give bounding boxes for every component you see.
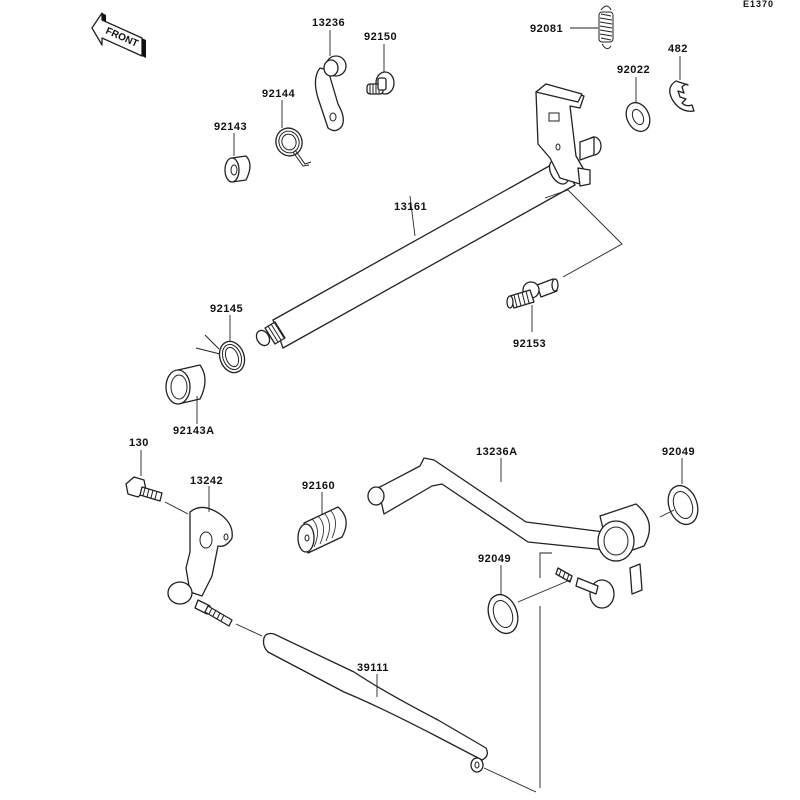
label-92081[interactable]: 92081 bbox=[530, 23, 563, 35]
label-13242[interactable]: 13242 bbox=[190, 475, 223, 487]
part-13236A[interactable] bbox=[367, 457, 651, 609]
part-130[interactable] bbox=[125, 476, 163, 502]
part-13242[interactable] bbox=[167, 506, 233, 627]
label-92143[interactable]: 92143 bbox=[214, 121, 247, 133]
label-130[interactable]: 130 bbox=[129, 437, 149, 449]
part-13236[interactable] bbox=[314, 55, 347, 132]
label-13236A[interactable]: 13236A bbox=[476, 446, 518, 458]
part-92022[interactable] bbox=[622, 99, 655, 135]
label-92049-left[interactable]: 92049 bbox=[478, 553, 511, 565]
part-39111[interactable] bbox=[262, 632, 488, 773]
part-92160[interactable] bbox=[297, 506, 347, 554]
part-92049[interactable] bbox=[663, 481, 703, 528]
part-92049-lower[interactable] bbox=[483, 590, 523, 637]
part-92081[interactable] bbox=[598, 5, 614, 50]
part-92144[interactable] bbox=[272, 124, 312, 167]
label-482[interactable]: 482 bbox=[668, 43, 688, 55]
label-92144[interactable]: 92144 bbox=[262, 88, 295, 100]
label-92153[interactable]: 92153 bbox=[513, 338, 546, 350]
front-arrow-icon: FRONT bbox=[91, 12, 146, 58]
part-92153[interactable] bbox=[506, 278, 559, 309]
part-92143[interactable] bbox=[224, 155, 251, 183]
label-92022[interactable]: 92022 bbox=[617, 64, 650, 76]
label-92160[interactable]: 92160 bbox=[302, 480, 335, 492]
label-92145[interactable]: 92145 bbox=[210, 303, 243, 315]
label-92150[interactable]: 92150 bbox=[364, 31, 397, 43]
part-13161[interactable] bbox=[254, 83, 602, 349]
label-13161[interactable]: 13161 bbox=[394, 201, 427, 213]
label-39111[interactable]: 39111 bbox=[357, 662, 389, 674]
part-92150[interactable] bbox=[366, 71, 395, 95]
label-13236[interactable]: 13236 bbox=[312, 17, 345, 29]
part-92143A[interactable] bbox=[165, 364, 206, 405]
label-92143A[interactable]: 92143A bbox=[173, 425, 215, 437]
label-92049-right[interactable]: 92049 bbox=[662, 446, 695, 458]
part-482[interactable] bbox=[669, 80, 695, 112]
diagram-code: E1370 bbox=[743, 0, 774, 9]
part-92145[interactable] bbox=[195, 334, 249, 376]
